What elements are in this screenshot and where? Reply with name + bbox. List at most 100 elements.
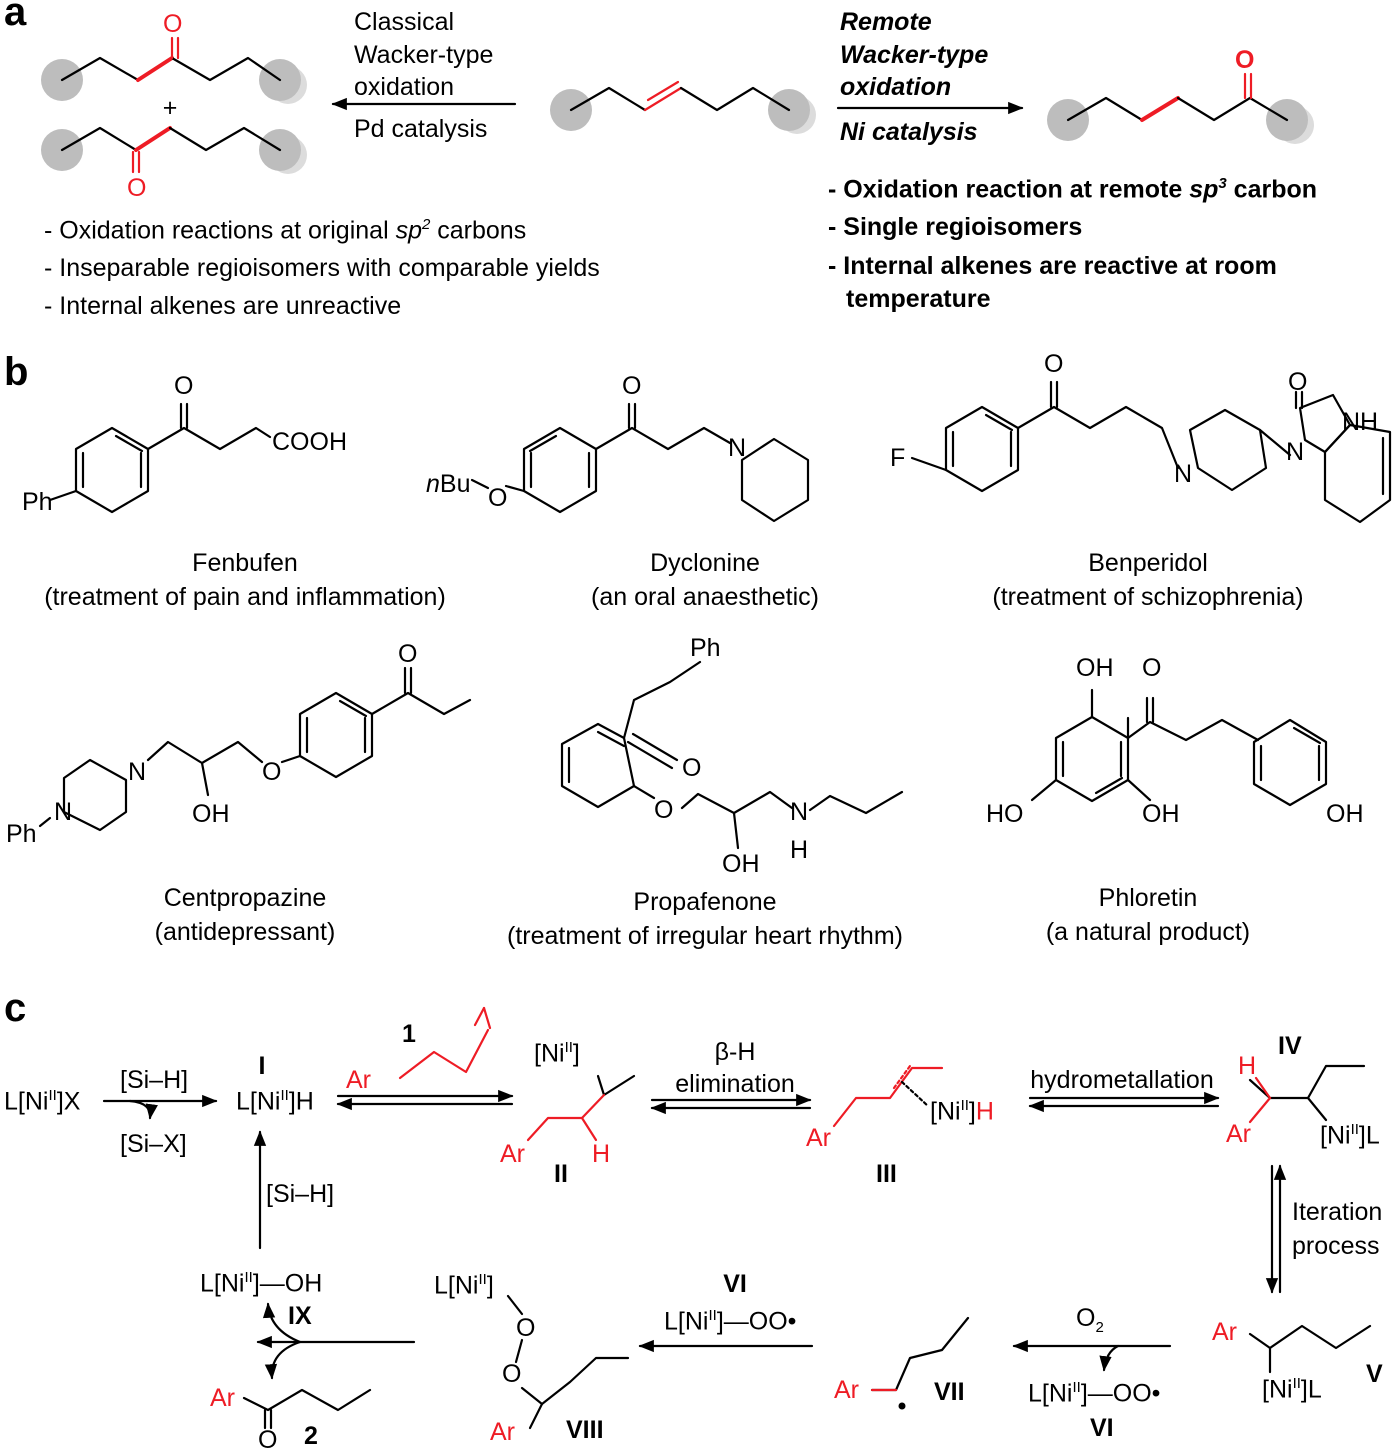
species-label-iii: III [876,1160,897,1188]
atom-label: H [790,836,809,864]
pd-arrow-label: Classical [354,8,455,36]
ni-arrow-label: Remote [840,8,932,36]
pd-arrow-label: oxidation [354,73,455,101]
atom-label: O [398,640,418,668]
aryl-label: Ar [834,1376,859,1404]
molecule-use: (treatment of pain and inflammation) [44,583,446,611]
nickel-hydride-label: [NiII]H [930,1097,994,1126]
ketone-regioisomer-2 [41,126,307,174]
intermediate-ii-bonds [596,1074,636,1097]
atom-label: N [54,798,73,826]
species-label-v: V [1366,1360,1383,1388]
product-2-bonds [242,1388,372,1412]
intermediate-viii-bonds [506,1294,524,1316]
atom-label: O [174,372,194,400]
aryl-label: Ar [490,1418,515,1446]
fenbufen-structure [48,402,272,514]
right-bullet-2: - Single regioisomers [828,213,1083,241]
atom-label: OH [1326,800,1364,828]
molecule-use: (an oral anaesthetic) [591,583,819,611]
aryl-label: Ar [210,1384,235,1412]
aryl-label: Ar [1212,1318,1237,1346]
atom-label: nBu [426,470,471,498]
substrate-1-chain [398,1028,490,1080]
right-bullet-3-cont: temperature [846,285,991,313]
left-bullet-2: - Inseparable regioisomers with comparab… [44,254,600,282]
species-label-iv: IV [1278,1032,1302,1060]
atom-label: O [502,1360,522,1388]
atom-label: F [890,444,906,472]
plus-sign: + [162,94,178,122]
propafenone-structure [560,660,904,850]
species-label-vi: VI [723,1270,747,1298]
atom-label: O [1044,350,1064,378]
atom-label: O [258,1426,278,1454]
species-label-vi: VI [1090,1414,1114,1442]
ni-catalysis-label: Ni catalysis [840,118,978,146]
atom-label: N [728,434,747,462]
atom-label: OH [192,800,230,828]
left-bullet-1: - Oxidation reactions at original sp2 ca… [44,216,527,245]
atom-label: N [1174,460,1193,488]
molecule-use: (treatment of schizophrenia) [992,583,1304,611]
nickel-superoxo-label: L[NiII]—OO• [664,1307,797,1336]
atom-label: NH [1342,408,1379,436]
molecule-name: Centpropazine [163,884,327,912]
atom-label: O [682,754,702,782]
atom-label: OH [1076,654,1114,682]
hydrogen-label: H [592,1140,611,1168]
atom-label: O [1142,654,1162,682]
arrow-six-release [128,1099,158,1120]
right-bullet-1: - Oxidation reaction at remote sp3 carbo… [828,175,1318,204]
atom-label: Ph [6,820,37,848]
aryl-label: Ar [806,1124,831,1152]
ni-arrow-label: Wacker-type [840,41,989,69]
nickel-label: [NiII]L [1320,1121,1380,1150]
panel-label-c: c [4,986,27,1030]
ketone-oxygen: O [1235,46,1255,74]
beta-h-label: β-H [714,1038,756,1066]
panel-label-b: b [4,350,29,394]
elimination-label: elimination [675,1070,795,1098]
centpropazine-structure [38,666,472,832]
atom-label: N [1286,438,1305,466]
nickel-hydroxide-label: L[NiII]—OH [200,1269,323,1298]
aryl-label: Ar [346,1066,371,1094]
molecule-name: Benperidol [1088,549,1208,577]
nickel-superoxo-label: L[NiII]—OO• [1028,1379,1161,1408]
species-label-ix: IX [288,1302,312,1330]
atom-label: OH [1142,800,1180,828]
phloretin-structure [1030,688,1328,807]
nickel-hydride-label: L[NiII]H [236,1087,314,1116]
species-label-vii: VII [934,1378,965,1406]
atom-label: Ph [22,488,53,516]
species-label-viii: VIII [566,1416,604,1444]
silyl-byproduct-label: [Si–X] [120,1130,187,1158]
ketone-oxygen: O [127,174,147,202]
molecule-use: (treatment of irregular heart rhythm) [507,922,903,950]
panel-label-a: a [4,0,27,34]
atom-label: COOH [272,428,347,456]
precatalyst-label: L[NiII]X [4,1087,81,1116]
species-label-ii: II [554,1160,568,1188]
aryl-label: Ar [500,1140,525,1168]
iteration-label: process [1292,1232,1380,1260]
remote-ketone [1047,72,1314,144]
atom-label: O [516,1314,536,1342]
atom-label: O [1288,368,1308,396]
species-label-i: I [258,1052,266,1080]
internal-alkene [550,80,816,134]
molecule-name: Fenbufen [192,549,298,577]
nickel-label: [NiII] [534,1039,580,1068]
atom-label: N [128,758,147,786]
silane-label: [Si–H] [120,1066,189,1094]
silane-label: [Si–H] [266,1180,335,1208]
hydrometallation-label: hydrometallation [1030,1066,1214,1094]
pd-arrow-label: Wacker-type [354,41,494,69]
atom-label: O [262,758,282,786]
product-label-2: 2 [304,1422,318,1450]
molecule-use: (antidepressant) [154,918,336,946]
ni-arrow-label: oxidation [840,73,952,101]
iteration-label: Iteration [1292,1198,1383,1226]
